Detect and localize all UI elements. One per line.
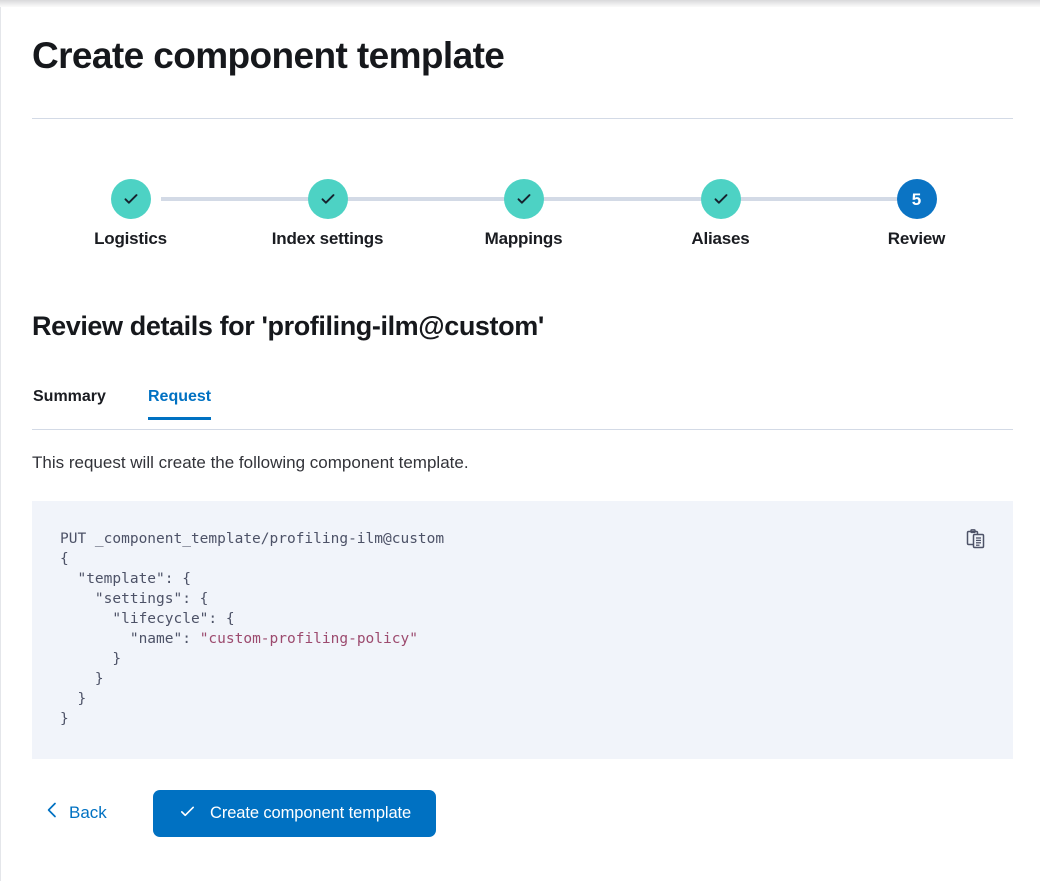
step-mappings[interactable]: Mappings	[425, 167, 622, 249]
step-connector-2	[358, 197, 554, 201]
step-index-settings[interactable]: Index settings	[229, 167, 426, 249]
tabs-divider	[32, 429, 1013, 430]
step-mappings-circle	[503, 179, 544, 219]
step-review-number: 5	[911, 189, 922, 209]
check-icon	[318, 189, 338, 209]
check-icon	[514, 189, 534, 209]
copy-to-clipboard-button[interactable]	[963, 527, 989, 553]
back-button-label: Back	[69, 802, 107, 822]
step-mappings-label: Mappings	[484, 229, 563, 248]
step-logistics[interactable]: Logistics	[32, 167, 229, 249]
create-component-template-page: Create component template Logistics Inde…	[1, 7, 1040, 881]
chevron-left-icon	[45, 801, 59, 824]
wizard-footer-actions: Back Create component template	[32, 790, 1013, 840]
tab-summary[interactable]: Summary	[33, 388, 106, 405]
request-method-line: PUT _component_template/profiling-ilm@cu…	[60, 531, 445, 547]
back-button[interactable]: Back	[45, 801, 107, 824]
wizard-stepper: Logistics Index settings Mappings	[32, 167, 1013, 267]
step-aliases[interactable]: Aliases	[622, 167, 819, 249]
window-top-edge	[0, 0, 1040, 7]
request-body-before: { "template": { "settings": { "lifecycle…	[60, 551, 235, 647]
step-review-label: Review	[887, 229, 946, 248]
check-icon	[178, 802, 197, 826]
request-description: This request will create the following c…	[32, 453, 469, 472]
tab-request[interactable]: Request	[148, 388, 212, 420]
step-connector-1	[161, 197, 358, 201]
step-connector-4	[751, 197, 917, 201]
request-body-value: "custom-profiling-policy"	[199, 631, 418, 647]
review-tabs: Summary Request	[32, 388, 1013, 430]
request-code-text: PUT _component_template/profiling-ilm@cu…	[60, 529, 444, 729]
review-heading: Review details for 'profiling-ilm@custom…	[32, 311, 544, 341]
step-index-settings-circle	[307, 179, 348, 219]
step-connector-3	[554, 197, 751, 201]
window-left-border	[0, 7, 1, 881]
step-aliases-circle	[700, 179, 741, 219]
request-body-after: } } } }	[60, 651, 122, 727]
step-aliases-label: Aliases	[691, 229, 750, 248]
create-component-template-label: Create component template	[210, 804, 412, 822]
page-title: Create component template	[32, 35, 505, 76]
check-icon	[711, 189, 731, 209]
step-review[interactable]: 5 Review	[818, 167, 1015, 249]
check-icon	[121, 189, 141, 209]
header-divider	[32, 118, 1013, 119]
step-review-circle: 5	[896, 179, 937, 219]
step-logistics-circle	[110, 179, 151, 219]
step-logistics-label: Logistics	[94, 229, 167, 248]
copy-clipboard-icon	[965, 528, 987, 553]
step-index-settings-label: Index settings	[271, 229, 384, 248]
create-component-template-button[interactable]: Create component template	[153, 790, 437, 837]
request-code-block: PUT _component_template/profiling-ilm@cu…	[32, 501, 1013, 759]
